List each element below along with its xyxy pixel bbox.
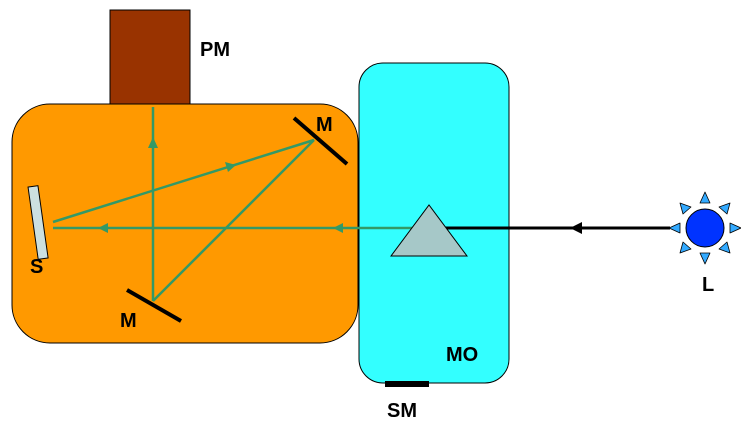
beam-arrow-left-2 xyxy=(98,223,108,233)
beam-arrow-diagonal xyxy=(225,162,236,172)
beam-sample-to-top-mirror xyxy=(52,138,315,224)
spectrometer-housing xyxy=(11,103,359,344)
stepper-motor-bar xyxy=(385,381,429,387)
photomultiplier-box xyxy=(109,9,191,108)
beam-arrow-up xyxy=(148,137,158,148)
sample-label: S xyxy=(30,256,44,278)
beam-arrowheads xyxy=(98,137,343,233)
mirror-top-label: M xyxy=(316,114,333,136)
incoming-beam-arrowhead xyxy=(570,222,582,234)
mirror-icon-top xyxy=(292,116,349,166)
sample-slide-icon xyxy=(27,185,49,260)
stepper-motor-label: SM xyxy=(387,400,417,422)
beam-paths xyxy=(52,107,430,302)
photomultiplier-label: PM xyxy=(200,39,230,61)
sun-icon xyxy=(668,191,741,265)
mirror-icon-bottom xyxy=(126,288,182,323)
beam-top-mirror-to-bottom-mirror xyxy=(152,139,315,302)
prism-icon xyxy=(390,204,468,257)
light-source-label: L xyxy=(702,274,715,296)
mirror-bottom-label: M xyxy=(120,310,137,332)
beam-arrow-left-1 xyxy=(333,223,343,233)
microscope-objective-label: MO xyxy=(446,344,479,366)
